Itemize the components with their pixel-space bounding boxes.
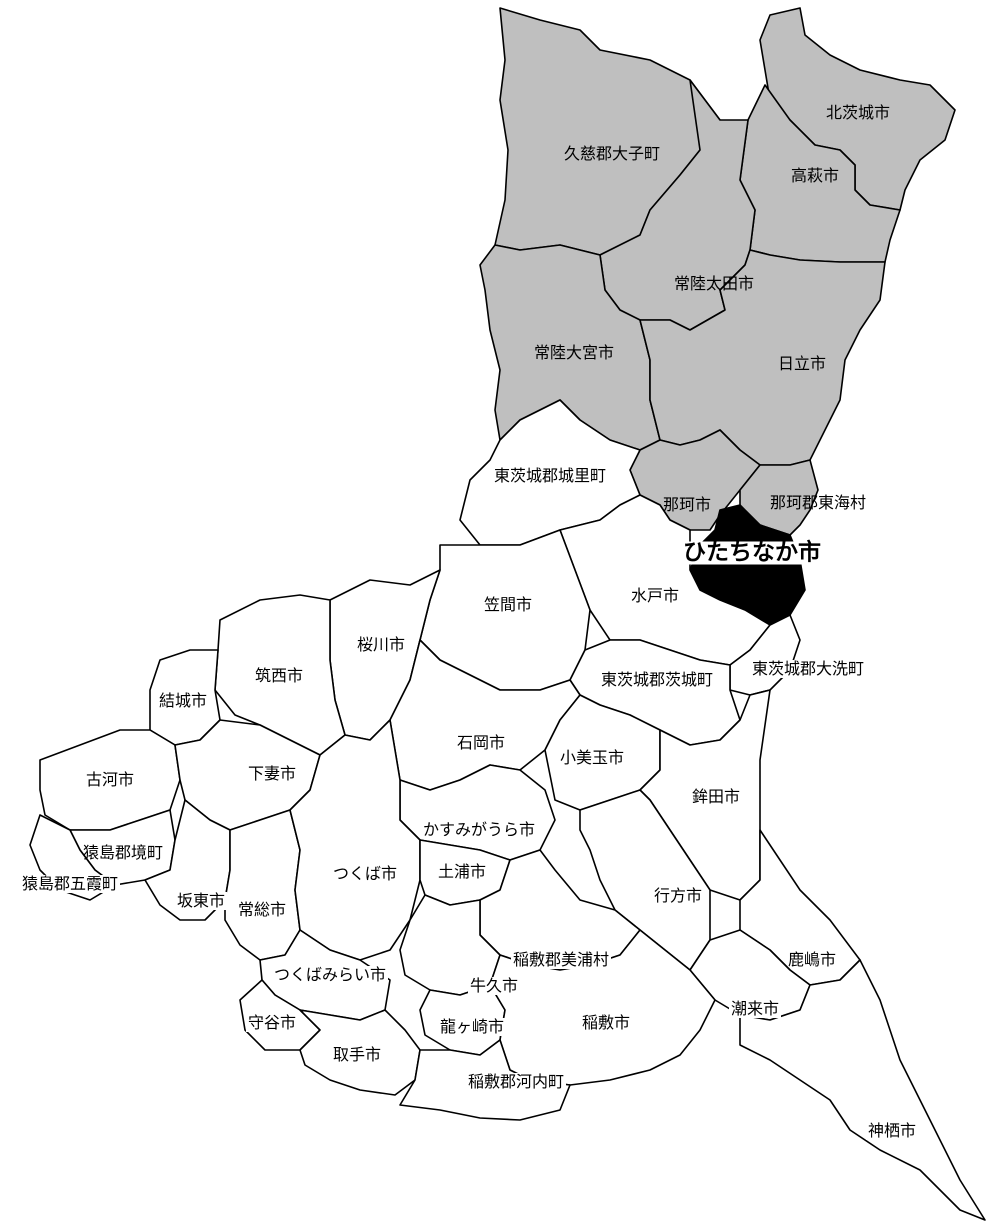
label-tsukuba: つくば市: [332, 864, 398, 883]
label-daigo: 久慈郡大子町: [563, 144, 661, 163]
label-kasumigaura: かすみがうら市: [420, 820, 538, 839]
label-hokota: 鉾田市: [691, 787, 741, 806]
label-kitaibaraki: 北茨城市: [825, 103, 891, 122]
label-toride: 取手市: [332, 1045, 382, 1064]
label-oarai: 東茨城郡大洗町: [749, 659, 867, 678]
label-sakuragawa: 桜川市: [354, 635, 408, 654]
region-tokai[interactable]: [739, 459, 819, 536]
label-ryugasaki: 龍ヶ崎市: [437, 1017, 507, 1036]
label-itako: 潮来市: [728, 999, 782, 1018]
label-ibarakimachi: 東茨城郡茨城町: [598, 670, 716, 689]
region-joso[interactable]: [224, 809, 301, 961]
label-miho: 稲敷郡美浦村: [510, 950, 612, 969]
region-toride[interactable]: [299, 1009, 421, 1096]
label-goka: 猿島郡五霞町: [19, 874, 121, 893]
label-takahagi: 高萩市: [790, 166, 840, 185]
label-kashima: 鹿嶋市: [787, 950, 837, 969]
label-shimotsuma: 下妻市: [245, 764, 299, 783]
label-tsuchiura: 土浦市: [435, 862, 489, 881]
label-kamisu: 神栖市: [865, 1121, 919, 1140]
label-tokai: 那珂郡東海村: [769, 493, 867, 512]
label-ishioka: 石岡市: [456, 733, 506, 752]
label-hitachi: 日立市: [777, 354, 827, 373]
label-mito: 水戸市: [630, 586, 680, 605]
label-moriya: 守谷市: [245, 1013, 299, 1032]
label-sakai: 猿島郡境町: [82, 843, 164, 862]
label-hitachiota: 常陸太田市: [673, 274, 755, 293]
label-namegata: 行方市: [653, 886, 703, 905]
label-koga: 古河市: [85, 770, 135, 789]
label-joso: 常総市: [235, 900, 289, 919]
label-kasama: 笠間市: [483, 595, 533, 614]
label-chikusei: 筑西市: [254, 666, 304, 685]
label-ushiku: 牛久市: [467, 976, 521, 995]
label-tsukubamirai: つくばみらい市: [271, 965, 389, 984]
label-shirosato: 東茨城郡城里町: [491, 466, 609, 485]
label-inashiki: 稲敷市: [581, 1013, 631, 1032]
region-kamisu[interactable]: [739, 959, 986, 1221]
label-hitachinaka: ひたちなか市: [681, 539, 823, 566]
label-omitama: 小美玉市: [559, 748, 625, 767]
label-kawachi: 稲敷郡河内町: [465, 1072, 567, 1091]
label-yuki: 結城市: [156, 691, 210, 710]
label-naka: 那珂市: [662, 495, 712, 514]
label-bando: 坂東市: [174, 891, 228, 910]
label-hitachiomiya: 常陸大宮市: [533, 343, 615, 362]
